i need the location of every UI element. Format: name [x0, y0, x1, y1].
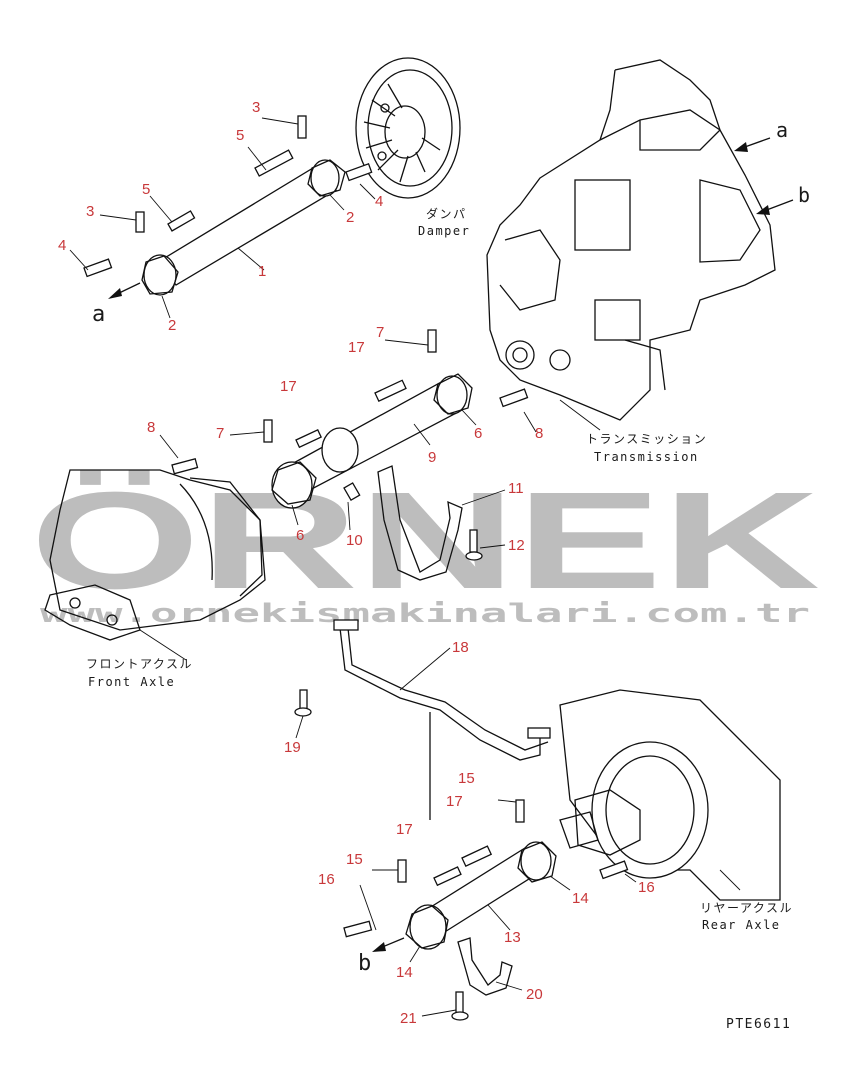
callout-17: 17 [396, 821, 413, 838]
letter-a-right: a [776, 118, 790, 142]
leader-lines [69, 117, 741, 1017]
callout-19: 19 [284, 739, 301, 756]
callout-numbers: 1 2 2 3 3 4 4 5 5 6 6 7 7 8 8 9 10 11 12… [58, 99, 655, 1027]
callout-14: 14 [572, 890, 589, 907]
callout-5: 5 [142, 181, 150, 198]
rear-axle-drawing [559, 689, 781, 901]
callout-3: 3 [252, 99, 260, 116]
callout-7: 7 [376, 324, 384, 341]
callout-1: 1 [258, 263, 266, 280]
callout-3: 3 [86, 203, 94, 220]
callout-4: 4 [375, 193, 383, 210]
label-transmission-jp: トランスミッション [586, 432, 707, 446]
callout-6: 6 [296, 527, 304, 544]
watermark-url: www.ornekismakinalari.com.tr [40, 599, 810, 629]
direction-arrows [108, 137, 794, 952]
label-rear-axle-jp: リヤーアクスル [700, 901, 793, 915]
callout-15: 15 [458, 770, 475, 787]
callout-13: 13 [504, 929, 521, 946]
callout-7: 7 [216, 425, 224, 442]
label-front-axle-jp: フロントアクスル [86, 657, 193, 671]
pipe-18 [294, 619, 551, 820]
strap-bracket [377, 465, 483, 581]
watermark: ÖRNEK www.ornekismakinalari.com.tr [30, 464, 820, 629]
transmission-drawing [486, 59, 776, 421]
callout-2: 2 [346, 209, 354, 226]
letter-a-left: a [92, 302, 107, 327]
label-rear-axle-en: Rear Axle [702, 918, 781, 932]
direction-letters: a a b b [92, 118, 812, 976]
front-axle-drawing [44, 469, 266, 641]
callout-14: 14 [396, 964, 413, 981]
callout-5: 5 [236, 127, 244, 144]
callout-16: 16 [318, 871, 335, 888]
label-damper-jp: ダンパ [426, 206, 467, 221]
callout-21: 21 [400, 1010, 417, 1027]
callout-9: 9 [428, 449, 436, 466]
label-front-axle-en: Front Axle [88, 675, 175, 689]
letter-b-left: b [358, 951, 373, 976]
callout-11: 11 [508, 480, 524, 497]
callout-17: 17 [348, 339, 365, 356]
component-labels: ダンパ Damper トランスミッション Transmission フロントアク… [86, 206, 793, 1032]
callout-8: 8 [535, 425, 543, 442]
callout-6: 6 [474, 425, 482, 442]
callout-2: 2 [168, 317, 176, 334]
callout-8: 8 [147, 419, 155, 436]
letter-b-right: b [798, 183, 812, 207]
callout-16: 16 [638, 879, 655, 896]
drawing-code: PTE6611 [726, 1017, 791, 1032]
callout-15: 15 [346, 851, 363, 868]
callout-20: 20 [526, 986, 543, 1003]
callout-17: 17 [280, 378, 297, 395]
callout-17: 17 [446, 793, 463, 810]
watermark-brand: ÖRNEK [30, 464, 820, 618]
callout-12: 12 [508, 537, 525, 554]
callout-18: 18 [452, 639, 469, 656]
damper-drawing [355, 57, 461, 199]
callout-10: 10 [346, 532, 363, 549]
label-damper-en: Damper [418, 224, 470, 238]
drive-shaft-13 [343, 799, 629, 1021]
callout-4: 4 [58, 237, 66, 254]
label-transmission-en: Transmission [594, 450, 699, 464]
drive-shaft-1 [83, 115, 373, 296]
